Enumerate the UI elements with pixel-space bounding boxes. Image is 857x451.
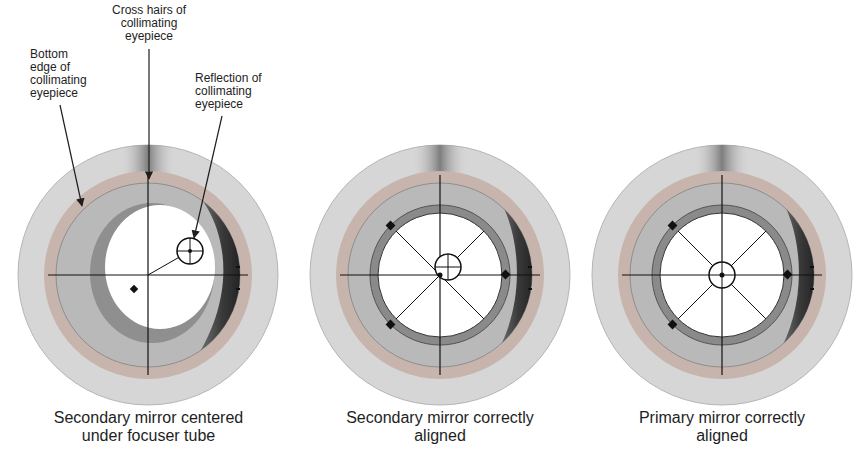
callout-label: Bottom edge of collimating eyepiece (30, 48, 92, 100)
panel-caption: Primary mirror correctly aligned (634, 409, 810, 445)
leader-line (60, 105, 82, 206)
panel-caption: Secondary mirror centered under focuser … (36, 409, 261, 445)
leader-line (194, 116, 222, 238)
leader-line (148, 49, 149, 179)
panel-caption: Secondary mirror correctly aligned (345, 409, 535, 445)
callout-label: Cross hairs of collimating eyepiece (105, 4, 193, 43)
callout-label: Reflection of collimating eyepiece (195, 72, 275, 111)
